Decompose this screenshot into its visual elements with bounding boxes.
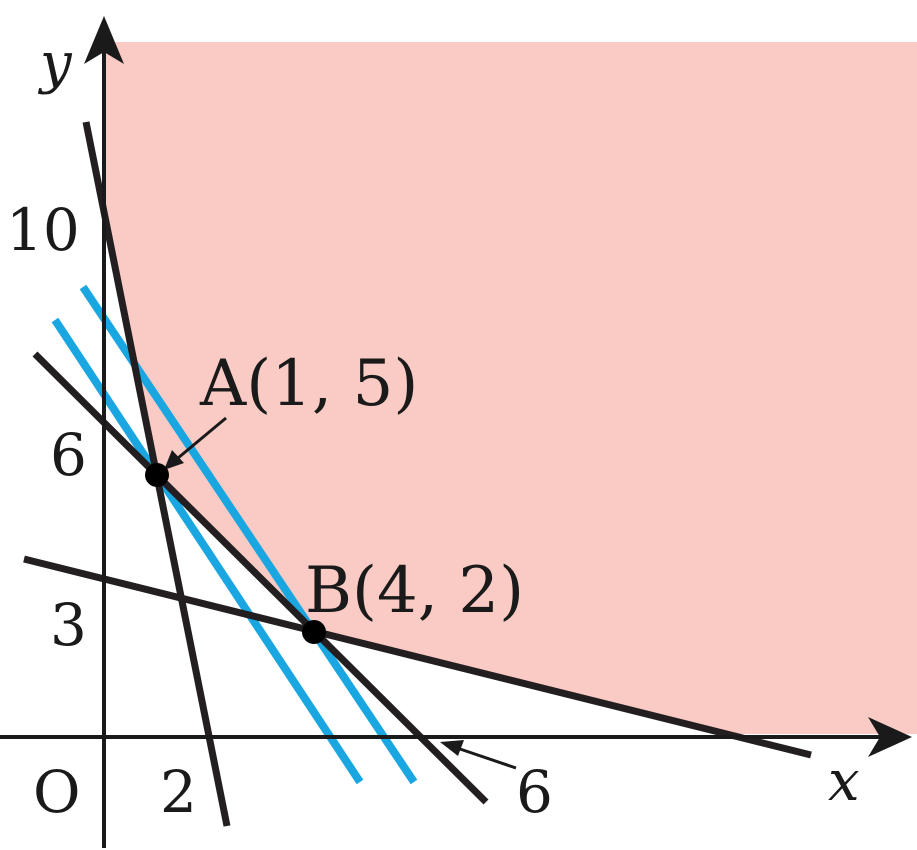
intercept-6-pointer — [459, 747, 517, 770]
y-tick-label-6: 6 — [50, 421, 87, 489]
feasible-region — [106, 42, 917, 734]
x-axis-arrowhead — [868, 717, 912, 757]
x-axis-label: x — [828, 749, 860, 814]
point-a-marker — [145, 463, 169, 487]
point-a-label: A(1, 5) — [199, 347, 418, 421]
origin-label: O — [33, 758, 81, 826]
boundary-line-diagonal — [32, 351, 489, 805]
point-b-label: B(4, 2) — [305, 554, 524, 628]
x-tick-label-6: 6 — [516, 758, 553, 826]
y-axis-arrowhead — [84, 16, 124, 64]
boundary-line-shallow — [23, 555, 812, 759]
intercept-6-pointer-head — [440, 740, 464, 756]
point-b-marker — [302, 620, 326, 644]
point-a-pointer-head — [164, 450, 184, 470]
y-axis-label: y — [37, 31, 73, 96]
y-tick-label-3: 3 — [50, 591, 87, 659]
x-tick-label-2: 2 — [160, 758, 197, 826]
point-a-pointer — [177, 416, 227, 460]
y-tick-label-10: 10 — [6, 196, 80, 264]
